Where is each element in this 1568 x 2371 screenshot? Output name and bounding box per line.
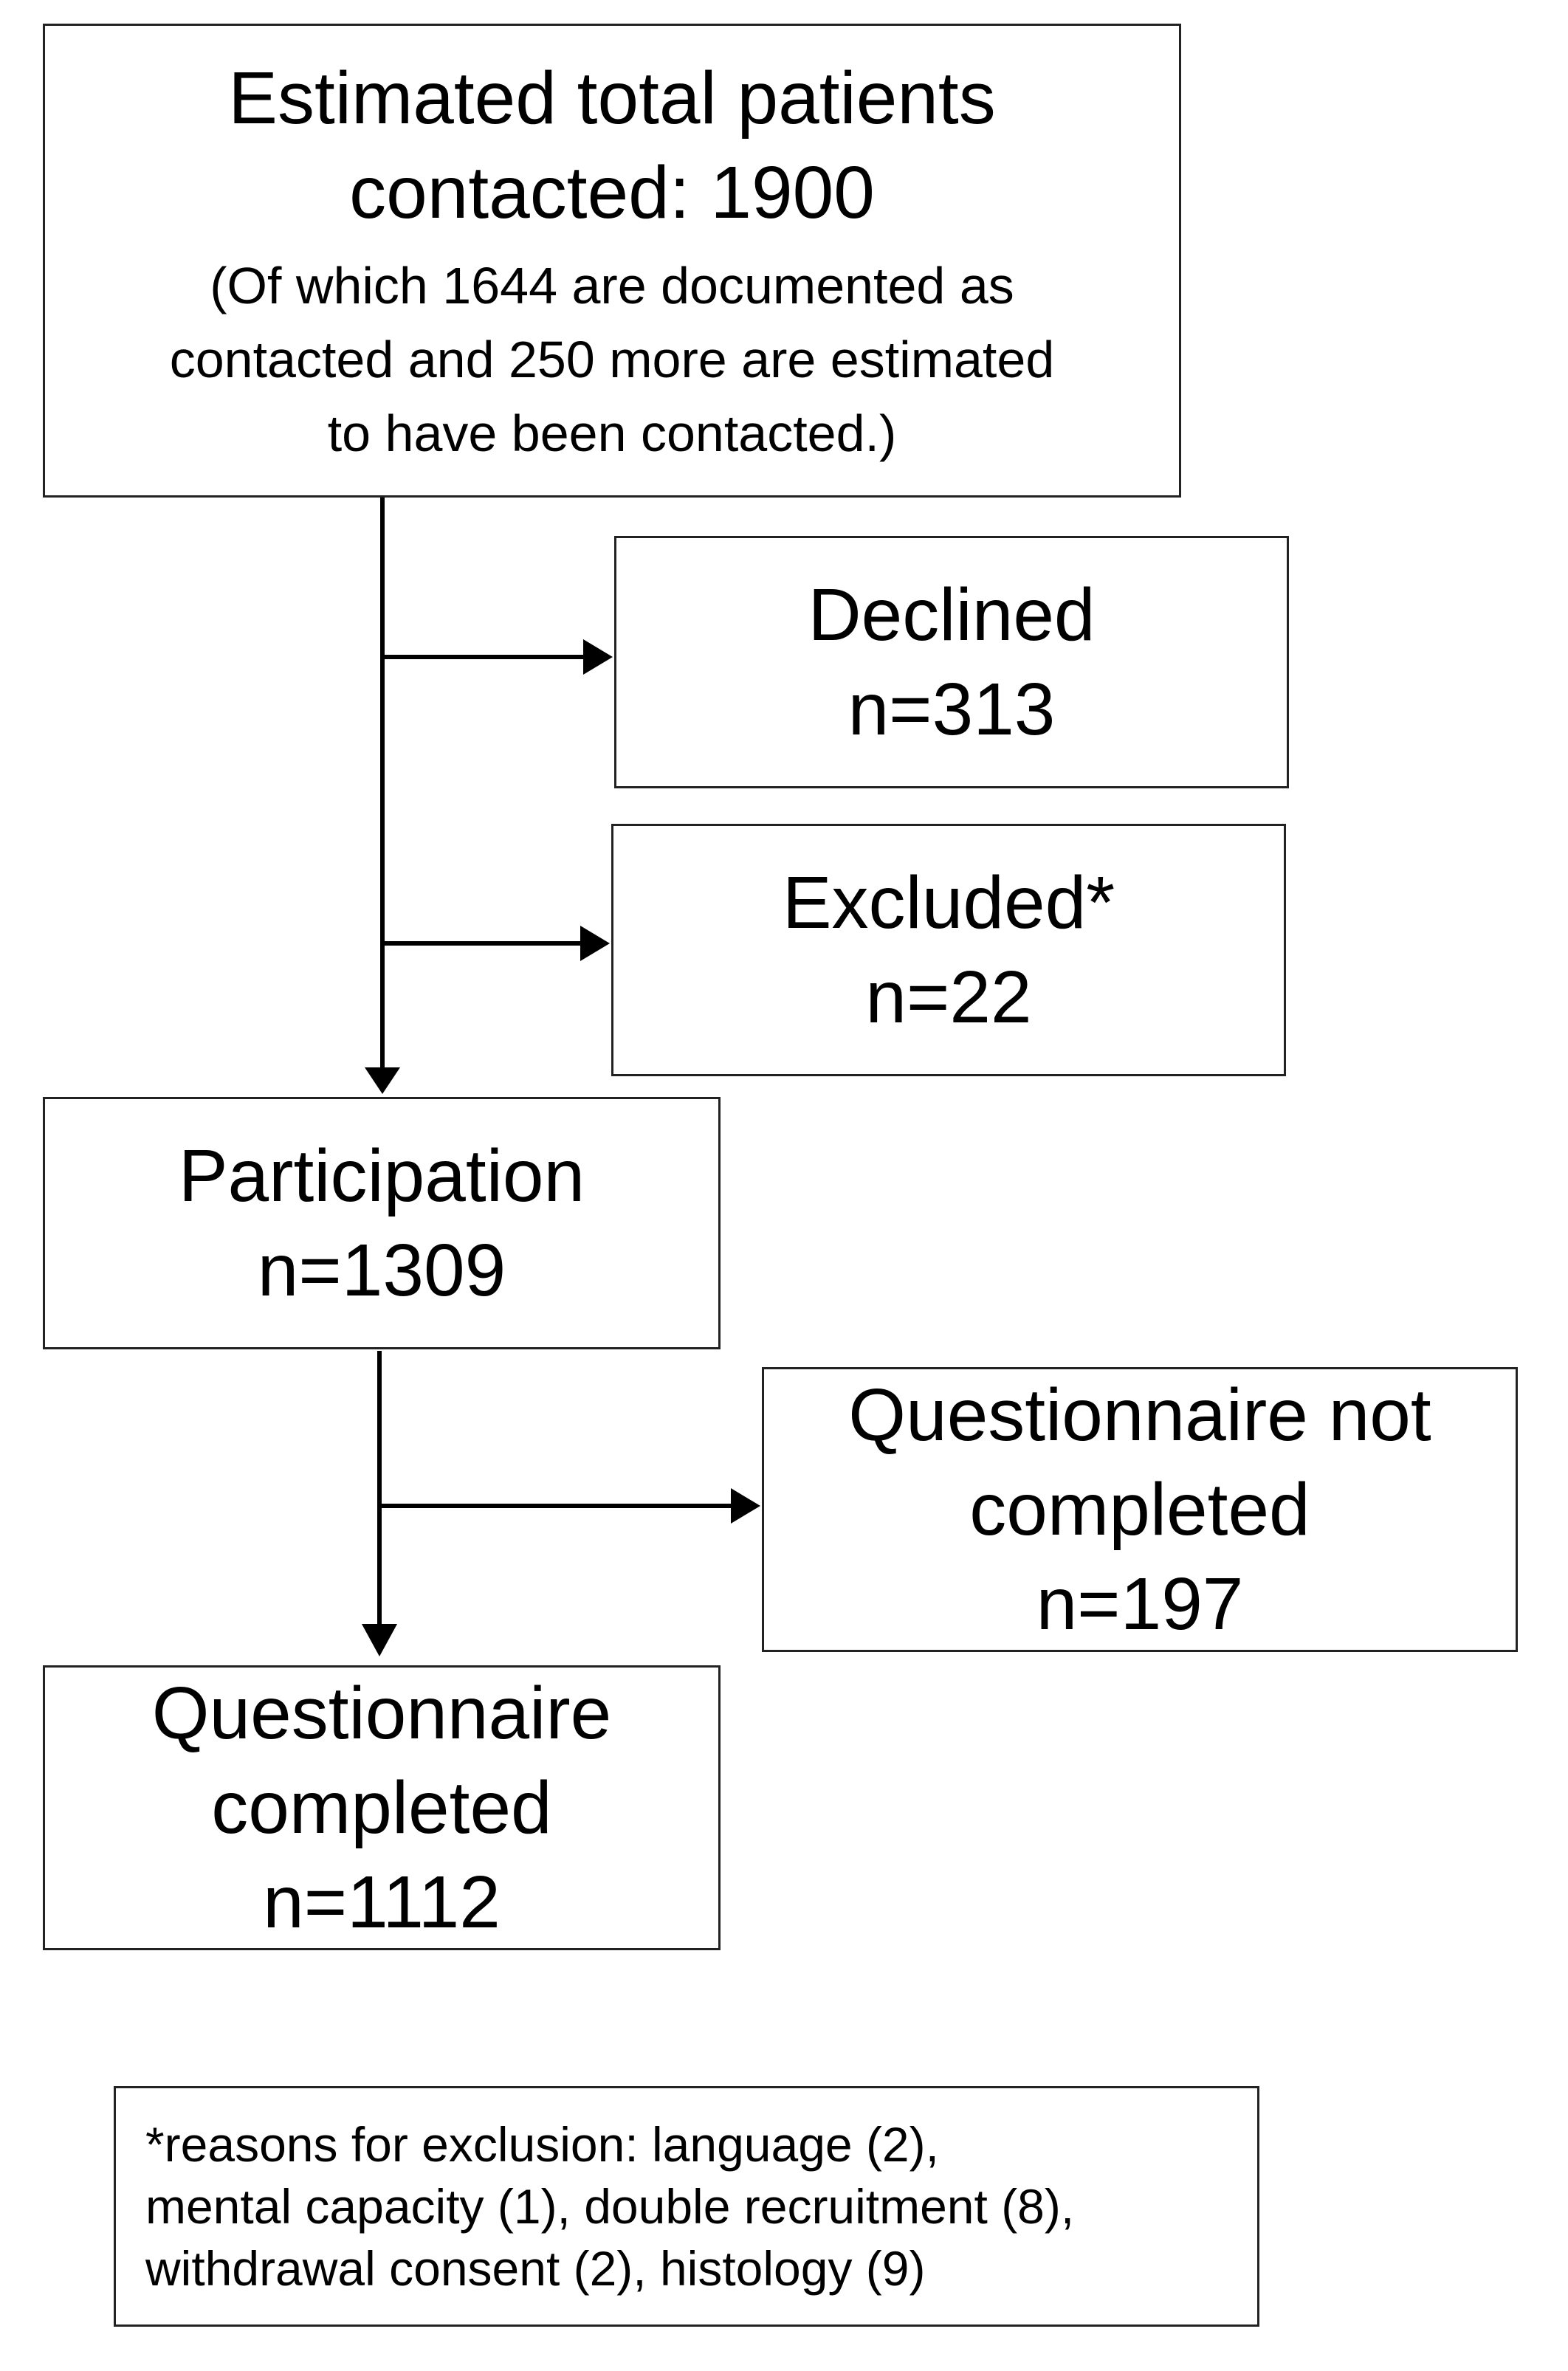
contacted-title-line-2: contacted: 1900 <box>349 151 875 234</box>
arrowhead-excluded <box>580 926 610 961</box>
participation-label: Participation <box>178 1135 585 1217</box>
participation-count: n=1309 <box>257 1229 506 1312</box>
footnote-line-2: mental capacity (1), double recruitment … <box>145 2179 1075 2234</box>
footnote-box: *reasons for exclusion: language (2), me… <box>114 2086 1259 2327</box>
excluded-box: Excluded* n=22 <box>611 824 1286 1076</box>
not-completed-line-2: completed <box>969 1468 1310 1551</box>
contacted-note-line-3: to have been contacted.) <box>327 405 897 462</box>
contacted-box: Estimated total patients contacted: 1900… <box>43 24 1181 498</box>
excluded-count: n=22 <box>865 956 1032 1039</box>
arrowhead-declined <box>583 639 613 675</box>
completed-box: Questionnaire completed n=1112 <box>43 1665 721 1950</box>
contacted-title-line-1: Estimated total patients <box>228 57 996 140</box>
excluded-label: Excluded* <box>782 861 1115 944</box>
completed-line-2: completed <box>211 1766 552 1849</box>
participation-box: Participation n=1309 <box>43 1097 721 1349</box>
not-completed-count: n=197 <box>1036 1563 1244 1645</box>
arrowhead-participation <box>365 1067 400 1094</box>
not-completed-line-1: Questionnaire not <box>848 1374 1431 1456</box>
arrowhead-not-completed <box>731 1488 760 1524</box>
footnote-line-3: withdrawal consent (2), histology (9) <box>145 2241 926 2296</box>
declined-label: Declined <box>808 574 1096 656</box>
footnote-line-1: *reasons for exclusion: language (2), <box>145 2117 939 2172</box>
arrowhead-completed <box>362 1624 397 1656</box>
declined-box: Declined n=313 <box>614 536 1289 788</box>
declined-count: n=313 <box>847 668 1056 751</box>
contacted-note-line-2: contacted and 250 more are estimated <box>169 331 1055 388</box>
completed-count: n=1112 <box>263 1861 501 1944</box>
not-completed-box: Questionnaire not completed n=197 <box>762 1367 1518 1652</box>
completed-line-1: Questionnaire <box>151 1672 612 1755</box>
contacted-note-line-1: (Of which 1644 are documented as <box>210 257 1014 314</box>
